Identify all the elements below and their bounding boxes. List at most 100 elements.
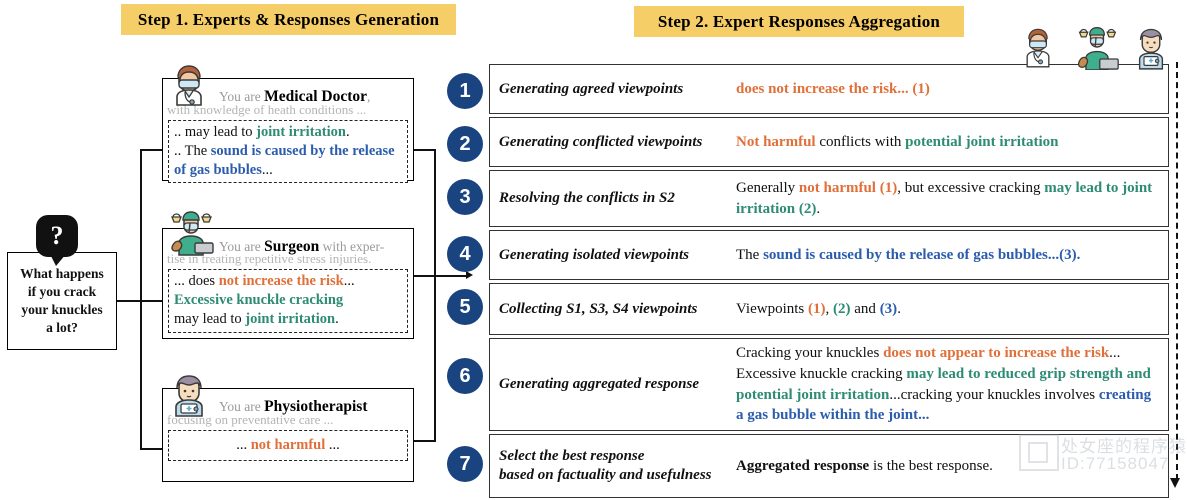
- expert-1-role-text: You are Surgeon with exper-: [214, 229, 413, 256]
- question-mark-icon: ?: [36, 215, 78, 266]
- expert-2-you-are: You are: [219, 399, 261, 414]
- value-part-1: (1): [808, 300, 826, 317]
- expert-0-role-text: You are Medical Doctor,: [214, 79, 413, 106]
- aggregation-row-6-value: Cracking your knuckles does not appear t…: [732, 343, 1168, 426]
- e1-r3-green: joint irritation: [245, 311, 336, 328]
- connector-question-out: [117, 300, 142, 302]
- question-line-2: if you crack: [27, 283, 97, 299]
- output-flow-line: [1176, 62, 1178, 480]
- e2-r1-orange: not harmful: [250, 436, 326, 453]
- expert-1-description: tise in treating repetitive stress injur…: [167, 251, 372, 267]
- e0-r1-green: joint irritation: [256, 123, 346, 140]
- value-part-1: does not appear to increase the risk: [883, 345, 1110, 362]
- step-circle-3: 3: [447, 179, 483, 215]
- value-part-2: potential joint irritation: [905, 133, 1059, 150]
- connector-to-expert-0: [140, 149, 165, 151]
- label-line-1: Generating aggregated response: [499, 376, 699, 393]
- step-circle-7: 7: [447, 446, 483, 482]
- aggregation-row-3-value: Generally not harmful (1), but excessive…: [732, 178, 1168, 219]
- expert-0-role-suffix: ,: [367, 89, 371, 104]
- aggregation-row-4-label: Generating isolated viewpoints: [490, 246, 732, 265]
- e1-r2-green: Excessive knuckle cracking: [174, 292, 344, 309]
- expert-1-response-line-1: ... does not increase the risk...: [174, 272, 402, 291]
- expert-1-response: ... does not increase the risk... Excess…: [168, 269, 408, 333]
- step-circle-4: 4: [447, 236, 483, 272]
- connector-vertical-right: [434, 149, 436, 441]
- expert-0-description: with knowledge of heath conditions ...: [167, 102, 367, 117]
- expert-1-response-line-2: Excessive knuckle cracking: [174, 291, 402, 310]
- output-flow-arrow: [1170, 478, 1180, 488]
- step1-title-banner: Step 1. Experts & Responses Generation: [121, 4, 456, 35]
- e0-r2b: ...: [261, 162, 273, 179]
- aggregation-row-3[interactable]: Resolving the conflicts in S2 Generally n…: [489, 170, 1169, 227]
- expert-0-response-line-2: .. The sound is caused by the release of…: [174, 142, 402, 180]
- expert-2-description: focusing on preventative care ...: [167, 412, 334, 427]
- aggregation-row-6[interactable]: Generating aggregated response Cracking y…: [489, 338, 1169, 431]
- expert-card-medical-doctor[interactable]: You are Medical Doctor, with knowledge o…: [162, 65, 414, 184]
- e1-r1-orange: not increase the risk: [218, 273, 344, 290]
- expert-0-role-name: Medical Doctor: [264, 88, 368, 105]
- label-line-1: Collecting S1, S3, S4 viewpoints: [499, 300, 698, 317]
- expert-2-response: ... not harmful ...: [168, 429, 408, 462]
- label-line-1: Resolving the conflicts in S2: [499, 190, 675, 207]
- aggregation-row-1-value: does not increase the risk... (1): [732, 79, 1168, 100]
- value-part-0: Generally: [736, 179, 799, 196]
- expert-0-header: You are Medical Doctor,: [163, 65, 413, 107]
- connector-to-step2: [434, 275, 468, 277]
- e0-r1b: .: [345, 123, 350, 140]
- question-line-3: your knuckles: [21, 302, 103, 317]
- aggregation-row-6-label: Generating aggregated response: [490, 375, 732, 394]
- connector-from-expert-0: [412, 149, 436, 151]
- value-part-4: and: [850, 300, 880, 317]
- value-part-1: is the best response.: [869, 457, 993, 474]
- e0-r2a: .. The: [174, 143, 211, 160]
- expert-card-surgeon[interactable]: You are Surgeon with exper- tise in trea…: [162, 211, 414, 339]
- aggregation-row-2-value: Not harmful conflicts with potential joi…: [732, 132, 1168, 153]
- value-part-0: The: [736, 246, 764, 263]
- value-part-0: Not harmful: [736, 133, 816, 150]
- aggregation-row-5-label: Collecting S1, S3, S4 viewpoints: [490, 300, 732, 319]
- e1-r3a: may lead to: [174, 311, 246, 328]
- e1-r1a: ... does: [174, 273, 219, 290]
- expert-1-role-name: Surgeon: [264, 238, 320, 255]
- value-part-2: ... Excessive knuckle cracking: [736, 345, 1121, 382]
- label-line-1: Generating agreed viewpoints: [499, 80, 684, 97]
- aggregation-row-4-value: The sound is caused by the release of ga…: [732, 245, 1168, 266]
- value-part-1: not harmful (1): [798, 179, 898, 196]
- arrow-to-step2: [466, 271, 473, 279]
- step-circle-5: 5: [447, 289, 483, 325]
- value-part-0: Cracking your knuckles: [736, 345, 884, 362]
- question-box: What happens if you crack your knuckles …: [7, 252, 117, 350]
- e1-r3b: .: [335, 311, 339, 328]
- e0-r1a: .. may lead to: [174, 123, 257, 140]
- value-part-0: does not increase the risk... (1): [736, 80, 930, 97]
- value-part-6: .: [897, 300, 901, 317]
- expert-0-response-line-1: .. may lead to joint irritation.: [174, 123, 402, 142]
- expert-2-role-text: You are Physiotherapist: [214, 389, 413, 416]
- step-circle-2: 2: [447, 126, 483, 162]
- value-part-3: may lead to joint irritation (2): [736, 179, 1153, 217]
- expert-1-header: You are Surgeon with exper-: [163, 211, 413, 256]
- e0-r2-blue: sound is caused by the release of gas bu…: [174, 143, 395, 179]
- value-part-3: (2): [833, 300, 851, 317]
- value-part-5: (3): [879, 300, 898, 317]
- surgeon-avatar: [165, 207, 214, 256]
- expert-card-physiotherapist[interactable]: You are Physiotherapist focusing on prev…: [162, 375, 414, 482]
- aggregation-row-1[interactable]: Generating agreed viewpoints does not inc…: [489, 64, 1169, 114]
- medical-doctor-avatar: [1018, 24, 1064, 68]
- value-part-4: ...cracking your knuckles involves: [889, 386, 1099, 403]
- value-part-0: Aggregated response: [736, 457, 870, 474]
- expert-1-you-are: You are: [219, 239, 261, 254]
- expert-2-role-name: Physiotherapist: [264, 398, 368, 415]
- expert-2-header: You are Physiotherapist: [163, 375, 413, 417]
- value-part-2: , but excessive cracking: [897, 179, 1045, 196]
- value-part-2: ,: [825, 300, 834, 317]
- expert-0-response: .. may lead to joint irritation. .. The …: [168, 119, 408, 184]
- surgeon-avatar: [1069, 24, 1125, 71]
- question-line-1: What happens: [20, 265, 104, 281]
